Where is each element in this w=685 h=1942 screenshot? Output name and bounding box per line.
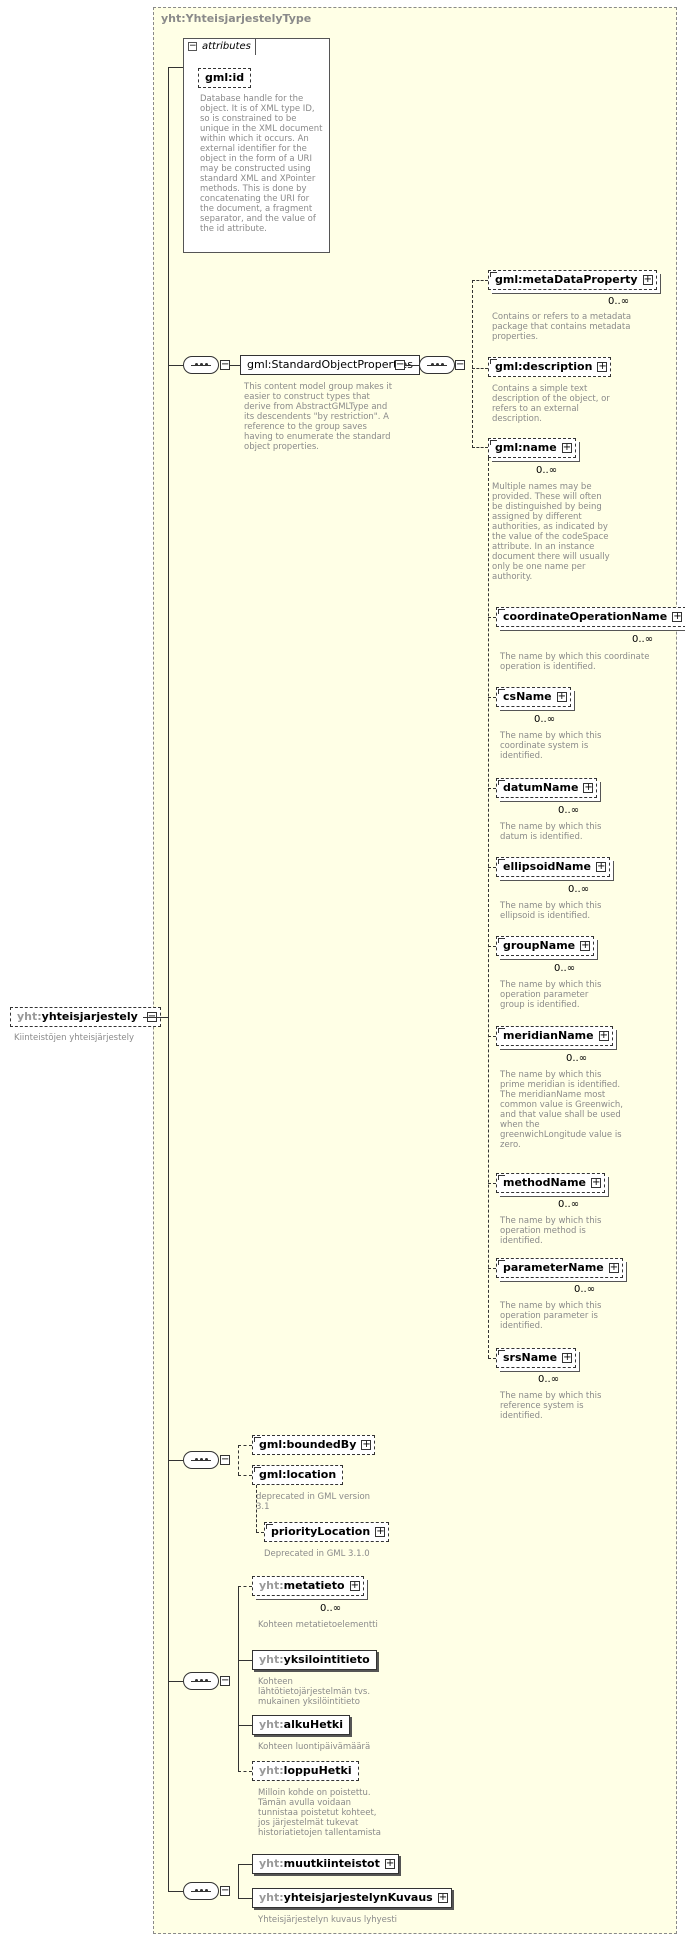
expand-icon[interactable]: + — [672, 611, 683, 622]
type-title: yht:YhteisjarjestelyType — [161, 12, 312, 25]
element-description: Multiple names may be provided. These wi… — [492, 482, 610, 582]
cardinality: 0..∞ — [566, 1053, 588, 1064]
element-description: The name by which this prime meridian is… — [500, 1070, 623, 1150]
cardinality: 0..∞ — [558, 805, 580, 816]
element-groupName[interactable]: groupName + — [496, 936, 595, 956]
expand-icon[interactable]: + — [591, 1177, 601, 1188]
element-priorityLocation[interactable]: priorityLocation + — [264, 1522, 390, 1542]
attributes-tab[interactable]: − attributes — [183, 38, 256, 55]
collapse-icon[interactable]: − — [220, 1454, 230, 1465]
element-description: Kohteen lähtötietojärjestelmän tvs. muka… — [258, 1677, 371, 1707]
element-yht-metatieto[interactable]: yht:metatieto + — [252, 1576, 364, 1596]
expand-icon[interactable]: + — [595, 861, 606, 872]
element-description: The name by which this operation paramet… — [500, 980, 602, 1010]
main-sequence-connector — [168, 67, 169, 1892]
expand-icon[interactable]: + — [349, 1580, 360, 1591]
element-description: The name by which this coordinate operat… — [500, 652, 650, 672]
cardinality: 0..∞ — [536, 465, 558, 476]
element-description: The name by which this datum is identifi… — [500, 822, 602, 842]
expand-icon[interactable]: + — [642, 274, 653, 285]
expand-icon[interactable]: + — [556, 691, 567, 702]
expand-icon[interactable]: + — [361, 1439, 372, 1450]
element-description: Yhteisjärjestelyn kuvaus lyhyesti — [258, 1915, 398, 1925]
element-srsName[interactable]: srsName + — [496, 1348, 577, 1368]
element-parameterName[interactable]: parameterName + — [496, 1258, 623, 1278]
sequence-icon — [183, 356, 219, 374]
expand-icon[interactable]: + — [597, 361, 608, 372]
attributes-label: attributes — [202, 41, 251, 52]
element-description: Kohteen metatietoelementti — [258, 1620, 378, 1630]
element-ellipsoidName[interactable]: ellipsoidName + — [496, 857, 610, 877]
element-yht-yhteisjarjestelynKuvaus[interactable]: yht:yhteisjarjestelynKuvaus + — [252, 1888, 452, 1908]
element-yht-loppuHetki[interactable]: yht:loppuHetki — [252, 1761, 359, 1781]
element-description: The name by which this ellipsoid is iden… — [500, 901, 602, 921]
cardinality: 0..∞ — [632, 634, 654, 645]
sequence-icon — [183, 1451, 219, 1469]
collapse-icon[interactable]: − — [220, 1675, 230, 1686]
location-description: deprecated in GML version 3.1 — [256, 1492, 371, 1512]
element-yht-muutkiinteistot[interactable]: yht:muutkiinteistot + — [252, 1854, 399, 1874]
element-coordinateOperationName[interactable]: coordinateOperationName + — [496, 607, 685, 627]
cardinality: 0..∞ — [554, 963, 576, 974]
element-description: Kohteen luontipäivämäärä — [258, 1742, 371, 1752]
element-gml-description[interactable]: gml:description + — [488, 357, 612, 377]
expand-icon[interactable]: + — [562, 1352, 573, 1363]
cardinality: 0..∞ — [558, 1199, 580, 1210]
attribute-gml-id[interactable]: gml:id — [198, 68, 252, 88]
cardinality: 0..∞ — [568, 884, 590, 895]
cardinality: 0..∞ — [320, 1603, 342, 1614]
element-datumName[interactable]: datumName + — [496, 778, 598, 798]
element-meridianName[interactable]: meridianName + — [496, 1026, 613, 1046]
element-yht-yksilointitieto[interactable]: yht:yksilointitieto — [252, 1650, 377, 1670]
root-description: Kiinteistöjen yhteisjärjestely — [14, 1033, 135, 1043]
expand-icon[interactable]: + — [437, 1892, 448, 1903]
complex-type-box — [153, 7, 677, 1934]
expand-icon[interactable]: + — [375, 1526, 386, 1537]
element-description: The name by which this reference system … — [500, 1391, 602, 1421]
element-gml-boundedBy[interactable]: gml:boundedBy + — [252, 1435, 376, 1455]
expand-icon[interactable]: + — [580, 940, 591, 951]
cardinality: 0..∞ — [608, 296, 630, 307]
expand-icon[interactable]: + — [608, 1262, 619, 1273]
gml-id-description: Database handle for the object. It is of… — [200, 94, 323, 234]
element-description: The name by which this operation paramet… — [500, 1301, 602, 1331]
collapse-icon[interactable]: − — [455, 359, 465, 370]
expand-icon[interactable]: + — [561, 442, 572, 453]
element-description: The name by which this operation method … — [500, 1216, 602, 1246]
sequence-icon — [183, 1882, 219, 1900]
element-description: Contains or refers to a metadata package… — [492, 312, 632, 342]
collapse-icon[interactable]: − — [220, 1885, 230, 1896]
element-description: Contains a simple text description of th… — [492, 384, 610, 424]
element-methodName[interactable]: methodName + — [496, 1173, 605, 1193]
priority-location-description: Deprecated in GML 3.1.0 — [264, 1549, 370, 1559]
root-element-yhteisjarjestely[interactable]: yht:yhteisjarjestely − — [10, 1007, 161, 1027]
element-csName[interactable]: csName + — [496, 687, 571, 707]
collapse-icon[interactable]: − — [188, 41, 197, 51]
element-gml-location[interactable]: gml:location — [252, 1465, 344, 1485]
collapse-icon[interactable]: − — [395, 359, 405, 370]
element-description: Milloin kohde on poistettu. Tämän avulla… — [258, 1788, 381, 1838]
expand-icon[interactable]: + — [384, 1858, 395, 1869]
expand-icon[interactable]: + — [598, 1030, 609, 1041]
collapse-icon[interactable]: − — [220, 359, 230, 370]
cardinality: 0..∞ — [538, 1374, 560, 1385]
element-gml-metaDataProperty[interactable]: gml:metaDataProperty + — [488, 270, 657, 290]
element-gml-name[interactable]: gml:name + — [488, 438, 576, 458]
element-yht-alkuHetki[interactable]: yht:alkuHetki — [252, 1715, 351, 1735]
standard-object-properties-group[interactable]: gml:StandardObjectProperties — [240, 355, 420, 375]
sequence-icon — [183, 1672, 219, 1690]
cardinality: 0..∞ — [534, 714, 556, 725]
expand-icon[interactable]: + — [583, 782, 594, 793]
standard-group-description: This content model group makes it easier… — [244, 382, 393, 452]
element-description: The name by which this coordinate system… — [500, 731, 602, 761]
cardinality: 0..∞ — [574, 1284, 596, 1295]
sequence-icon — [419, 356, 455, 374]
